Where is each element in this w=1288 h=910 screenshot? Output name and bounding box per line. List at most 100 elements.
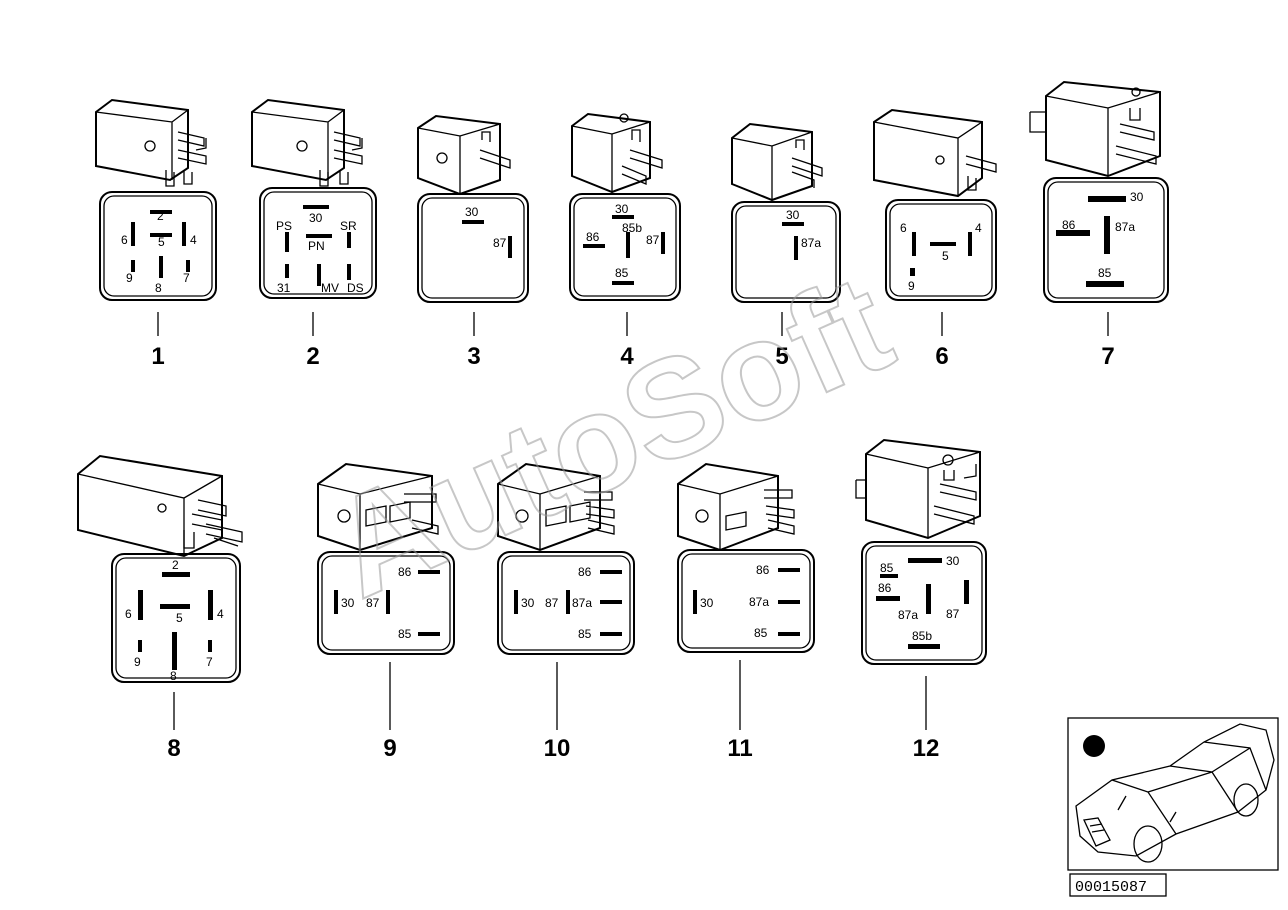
relay-11-callout: 11 — [727, 735, 752, 762]
location-marker-icon — [1083, 735, 1105, 757]
relay-4-pin-label: 86 — [586, 230, 600, 244]
relay-7-pin-label: 86 — [1062, 218, 1076, 232]
relay-5-housing — [731, 122, 823, 202]
relay-3[interactable]: 30 87 3 — [417, 114, 529, 370]
relay-1-pin-label: 9 — [126, 271, 133, 285]
relay-1-pin-label: 4 — [190, 233, 197, 247]
diagram-id-box — [1069, 873, 1167, 897]
relay-4[interactable]: 30 85b 86 87 85 4 — [569, 112, 681, 370]
relay-10-housing — [497, 462, 615, 552]
relay-12-pin-label: 87a — [898, 608, 918, 622]
relay-5-callout: 5 — [775, 343, 788, 370]
relay-8-pin-label: 9 — [134, 655, 141, 669]
relay-12-pin-label: 87 — [946, 607, 960, 621]
relay-10-pin-label: 85 — [578, 627, 592, 641]
relay-5-pin-label: 30 — [786, 208, 800, 222]
watermark: AutoSoft — [308, 244, 912, 628]
relay-7-housing — [1029, 80, 1161, 178]
relay-4-callout: 4 — [620, 343, 634, 370]
relay-1-pin-label: 2 — [157, 209, 164, 223]
vehicle-thumbnail[interactable]: 00015087 — [1067, 717, 1279, 897]
relay-2-housing — [251, 98, 363, 187]
relay-2-pin-face — [259, 187, 377, 299]
relay-3-callout: 3 — [467, 343, 480, 370]
relay-10-pin-label: 30 — [521, 596, 535, 610]
relay-9-pin-label: 30 — [341, 596, 355, 610]
relay-7-callout: 7 — [1101, 343, 1114, 370]
relay-7-pin-label: 87a — [1115, 220, 1135, 234]
relay-8-pin-label: 6 — [125, 607, 132, 621]
relay-9-pin-label: 87 — [366, 596, 380, 610]
relay-5-pin-face — [731, 201, 841, 303]
relay-10-callout: 10 — [544, 735, 571, 762]
relay-8-pin-label: 7 — [206, 655, 213, 669]
vehicle-thumbnail-frame — [1067, 717, 1279, 871]
diagram-id: 00015087 — [1075, 879, 1147, 896]
relay-2-pin-label: 30 — [309, 211, 323, 225]
relay-2-callout: 2 — [306, 343, 319, 370]
relay-6-pin-label: 9 — [908, 279, 915, 293]
relay-5-pin-label: 87a — [801, 236, 821, 250]
relay-1-pin-label: 5 — [158, 235, 165, 249]
relay-11-pin-face — [677, 549, 815, 653]
relay-3-housing — [417, 114, 511, 196]
relay-7[interactable]: 30 86 87a 85 7 — [1029, 80, 1169, 370]
relay-8-pin-face — [111, 553, 241, 683]
relay-1[interactable]: 2 6 5 4 9 8 7 1 — [95, 98, 217, 370]
relay-2-pin-label: 31 — [277, 281, 291, 295]
relay-2-pin-label: SR — [340, 219, 357, 233]
relay-1-callout: 1 — [151, 343, 164, 370]
relay-2-pin-label: PS — [276, 219, 292, 233]
relay-8-callout: 8 — [167, 735, 180, 762]
relay-6-callout: 6 — [935, 343, 948, 370]
relay-8-pin-label: 4 — [217, 607, 224, 621]
relay-4-pin-face — [569, 193, 681, 301]
relay-4-pin-label: 85b — [622, 221, 642, 235]
relay-12-housing — [855, 438, 981, 540]
relay-6[interactable]: 6 5 4 9 6 — [873, 108, 997, 370]
car-sedan-icon — [1075, 723, 1275, 863]
relay-2-pin-label: MV — [321, 281, 339, 295]
relay-6-pin-label: 5 — [942, 249, 949, 263]
relay-2[interactable]: PS 30 SR PN 31 MV DS 2 — [251, 98, 377, 370]
relay-9-pin-label: 85 — [398, 627, 412, 641]
relay-9-pin-label: 86 — [398, 565, 412, 579]
relay-11-pin-label: 30 — [700, 596, 714, 610]
relay-10-pin-label: 87a — [572, 596, 592, 610]
relay-3-pin-label: 87 — [493, 236, 507, 250]
relay-8-pin-label: 8 — [170, 669, 177, 683]
relay-6-pin-face — [885, 199, 997, 301]
relay-6-pin-label: 6 — [900, 221, 907, 235]
relay-10-pin-face — [497, 551, 635, 655]
relay-3-pin-label: 30 — [465, 205, 479, 219]
relay-12-pin-face — [861, 541, 987, 665]
relay-8-pin-label: 2 — [172, 558, 179, 572]
relay-6-pin-label: 4 — [975, 221, 982, 235]
relay-8[interactable]: 2 6 5 4 9 8 7 8 — [77, 454, 243, 762]
relay-11-pin-label: 85 — [754, 626, 768, 640]
relay-9[interactable]: 86 30 87 85 9 — [317, 462, 455, 762]
relay-1-pin-label: 8 — [155, 281, 162, 295]
relay-9-housing — [317, 462, 439, 552]
relay-4-housing — [571, 112, 663, 194]
relay-12[interactable]: 30 85 86 87a 87 85b 12 — [855, 438, 987, 762]
relay-9-callout: 9 — [383, 735, 396, 762]
relay-7-pin-face — [1043, 177, 1169, 303]
relay-2-pin-label: DS — [347, 281, 364, 295]
relay-1-housing — [95, 98, 207, 187]
relay-10[interactable]: 86 30 87 87a 85 10 — [497, 462, 635, 762]
relay-10-pin-label: 87 — [545, 596, 559, 610]
relay-11-housing — [677, 462, 795, 552]
relay-12-callout: 12 — [913, 735, 940, 762]
relay-5[interactable]: 30 87a 5 — [731, 122, 841, 370]
relay-7-pin-label: 85 — [1098, 266, 1112, 280]
relay-12-pin-label: 86 — [878, 581, 892, 595]
relay-11[interactable]: 86 30 87a 85 11 — [677, 462, 815, 762]
relay-7-pin-label: 30 — [1130, 190, 1144, 204]
relay-2-pin-label: PN — [308, 239, 325, 253]
relay-9-pin-face — [317, 551, 455, 655]
relay-1-pin-face — [99, 191, 217, 301]
relay-11-pin-label: 86 — [756, 563, 770, 577]
relay-8-housing — [77, 454, 243, 558]
